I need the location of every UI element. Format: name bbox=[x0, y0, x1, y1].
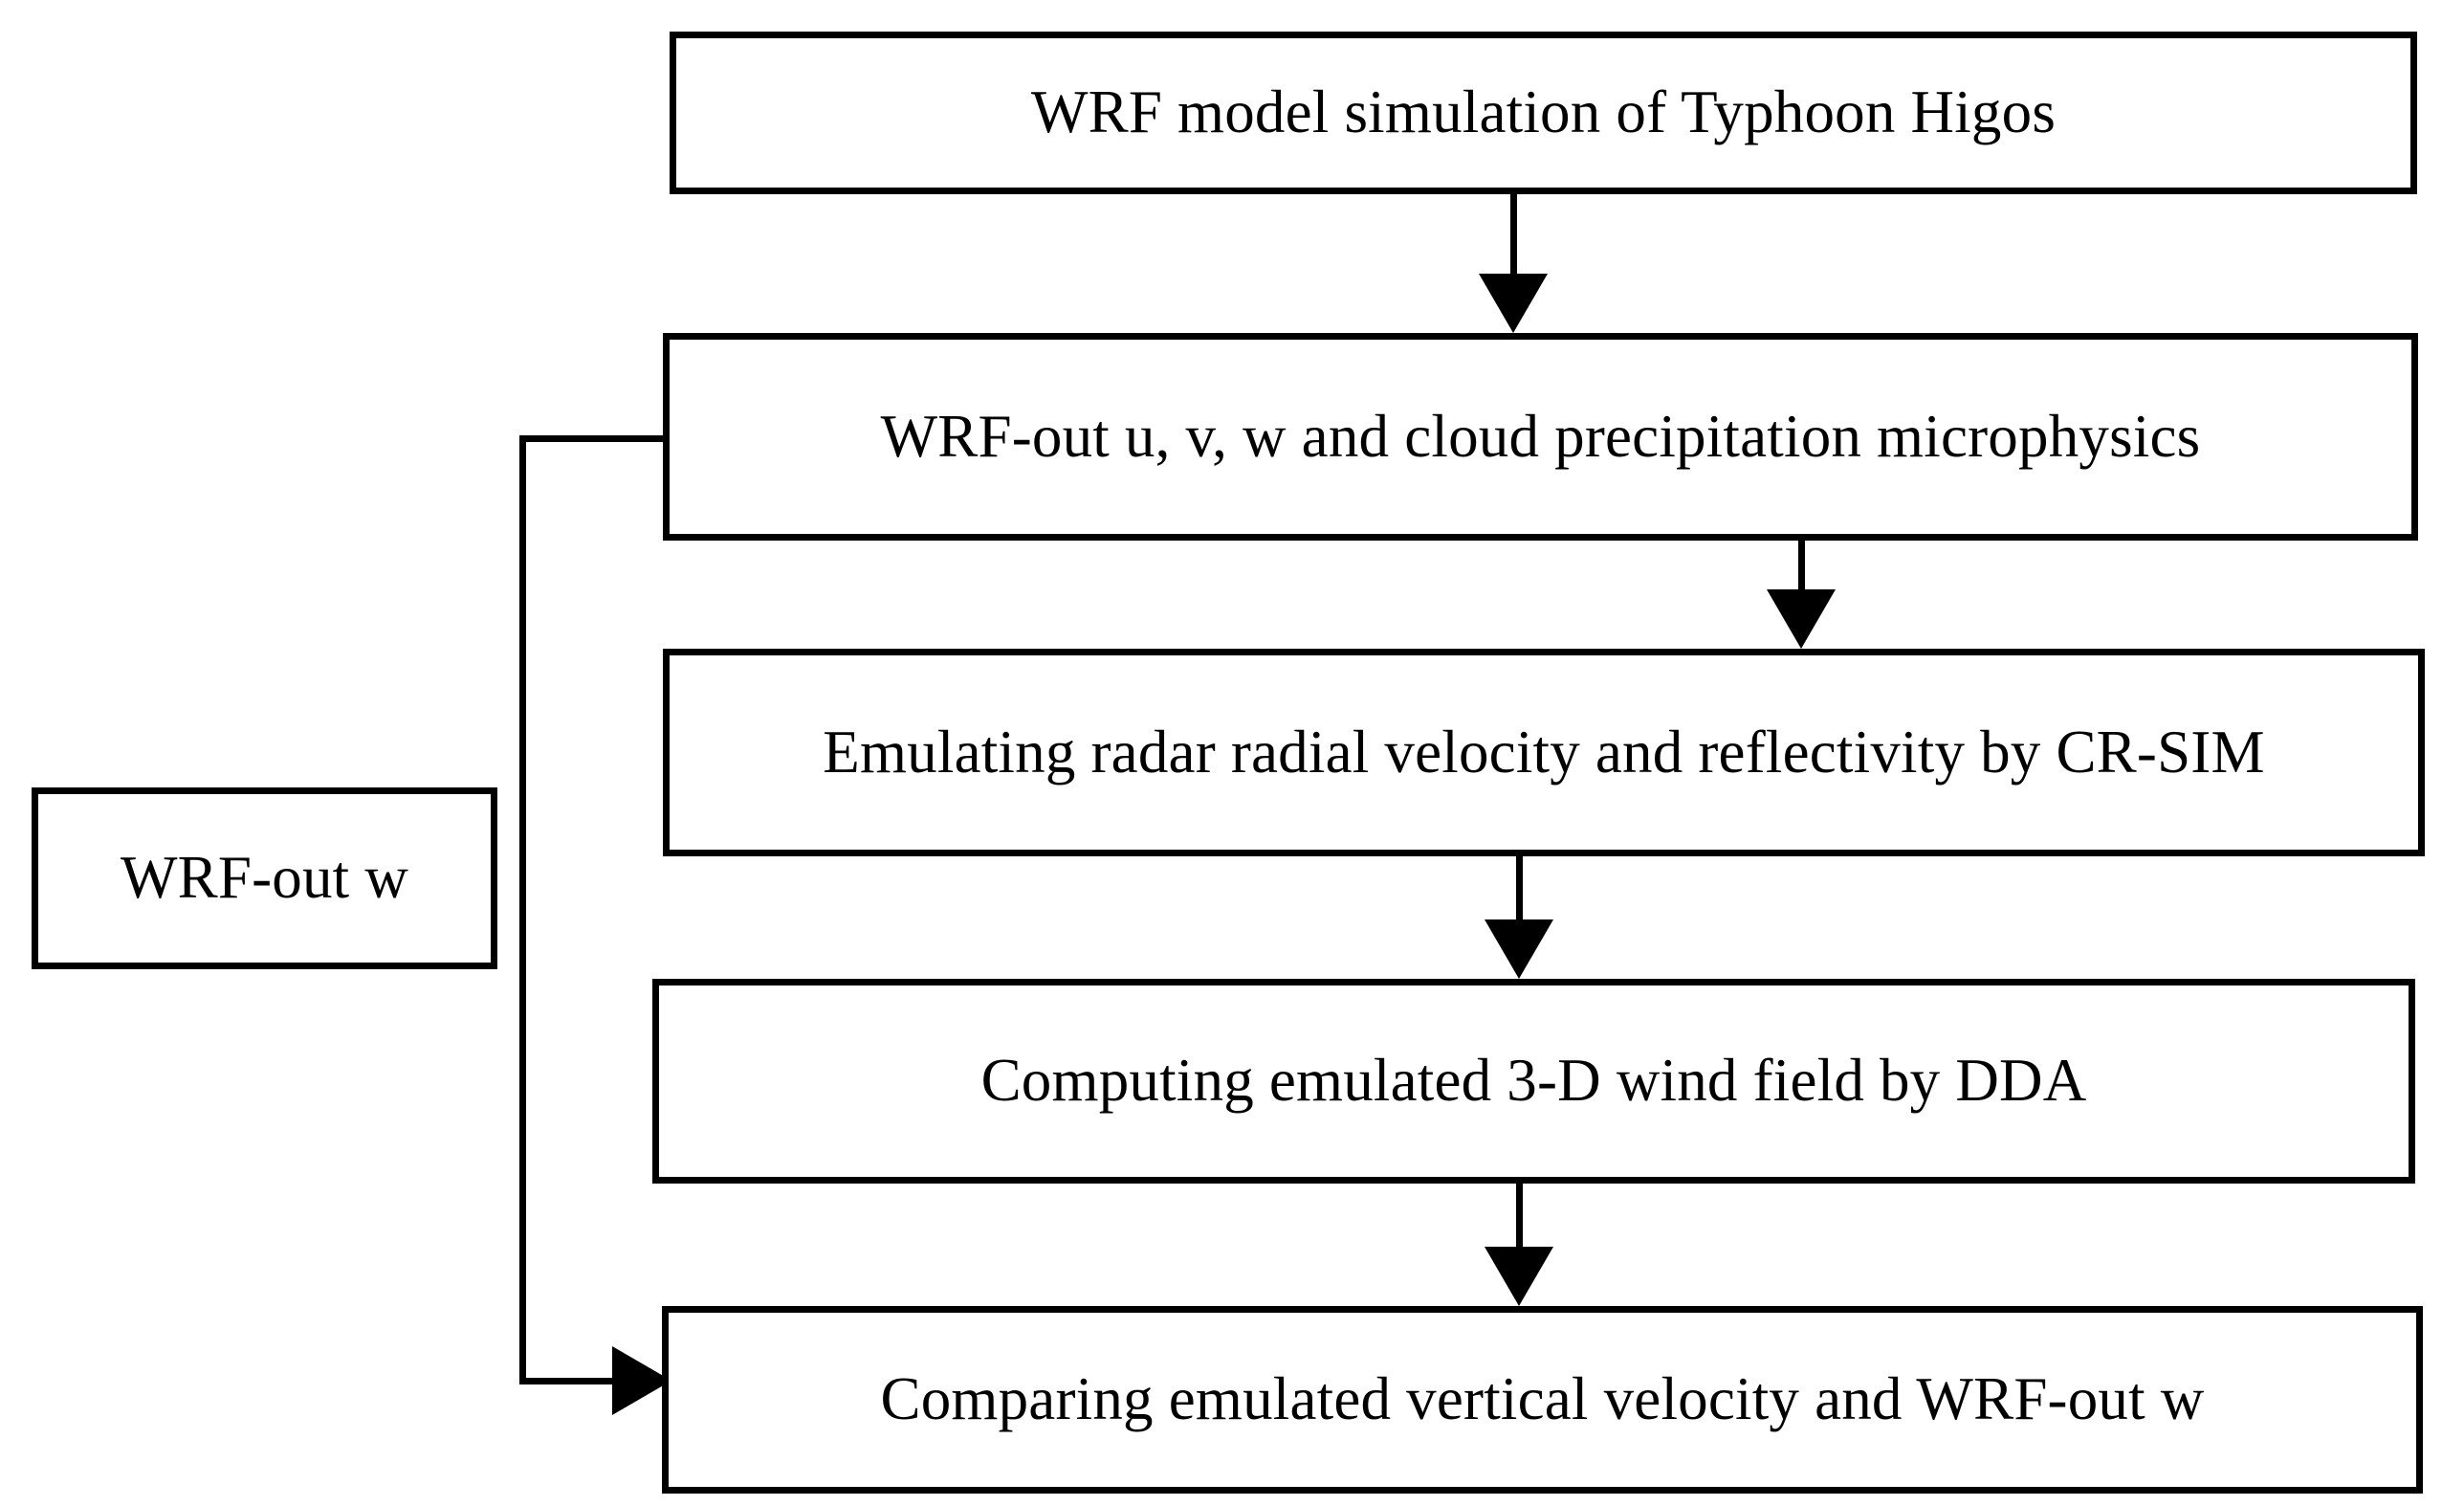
edge-fields-to-compare-bottom-segment bbox=[519, 1378, 639, 1384]
edge-wrf-sim-to-fields-stem bbox=[1510, 194, 1517, 280]
arrow-down-icon bbox=[1485, 919, 1553, 979]
node-comparing-vertical-velocity[interactable]: Comparing emulated vertical velocity and… bbox=[662, 1306, 2423, 1494]
arrow-down-icon bbox=[1479, 274, 1548, 333]
node-label: Comparing emulated vertical velocity and… bbox=[880, 1365, 2205, 1433]
node-wrf-out-fields[interactable]: WRF-out u, v, w and cloud precipitation … bbox=[663, 333, 2418, 541]
node-wrf-out-w[interactable]: WRF-out w bbox=[32, 787, 497, 969]
arrow-down-icon bbox=[1485, 1247, 1553, 1306]
node-label: Emulating radar radial velocity and refl… bbox=[823, 718, 2265, 786]
edge-crsim-to-dda-stem bbox=[1516, 856, 1523, 942]
node-label: WRF-out w bbox=[120, 844, 409, 912]
arrow-right-icon bbox=[612, 1346, 671, 1415]
node-label: WRF model simulation of Typhoon Higos bbox=[1030, 78, 2057, 146]
node-wrf-model-simulation[interactable]: WRF model simulation of Typhoon Higos bbox=[670, 32, 2417, 194]
node-computing-wind-field-dda[interactable]: Computing emulated 3-D wind field by DDA bbox=[652, 979, 2415, 1184]
edge-fields-to-compare-vertical-segment bbox=[519, 435, 526, 1384]
node-emulating-radar-crsim[interactable]: Emulating radar radial velocity and refl… bbox=[663, 649, 2425, 856]
node-label: WRF-out u, v, w and cloud precipitation … bbox=[880, 402, 2201, 470]
edge-dda-to-compare-stem bbox=[1516, 1184, 1523, 1270]
edge-fields-to-compare-top-segment bbox=[519, 435, 666, 442]
node-label: Computing emulated 3-D wind field by DDA bbox=[980, 1047, 2087, 1115]
edge-fields-to-crsim-stem bbox=[1798, 541, 1805, 627]
arrow-down-icon bbox=[1767, 589, 1836, 649]
